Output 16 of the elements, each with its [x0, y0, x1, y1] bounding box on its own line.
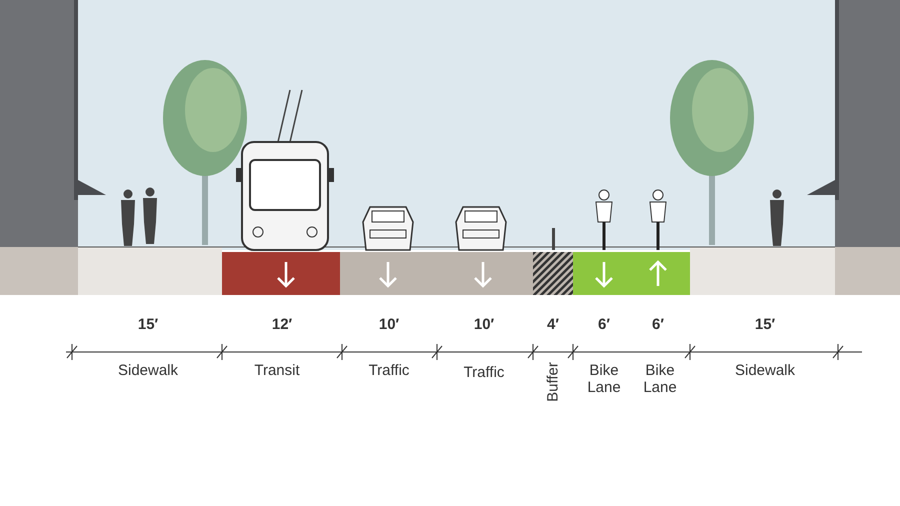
- dimension-label: 12′: [272, 316, 292, 333]
- dimension-label: 15′: [754, 316, 776, 333]
- lane-label: Sidewalk: [734, 362, 796, 379]
- lane-label: Sidewalk: [118, 362, 178, 379]
- lane-label: Traffic: [464, 364, 504, 381]
- lane-label: Transit: [254, 362, 300, 379]
- dimension-label: 10′: [378, 316, 400, 333]
- lane-label: Traffic: [368, 362, 410, 379]
- dimension-label: 6′: [598, 316, 610, 333]
- lane-label: Buffer: [544, 362, 562, 402]
- dimension-label: 4′: [547, 316, 559, 333]
- dimension-label: 15′: [138, 316, 158, 333]
- dimension-label: 6′: [652, 316, 664, 333]
- lane-label: Bike Lane: [586, 362, 622, 396]
- lane-label: Bike Lane: [642, 362, 678, 396]
- dimension-label: 10′: [474, 316, 494, 333]
